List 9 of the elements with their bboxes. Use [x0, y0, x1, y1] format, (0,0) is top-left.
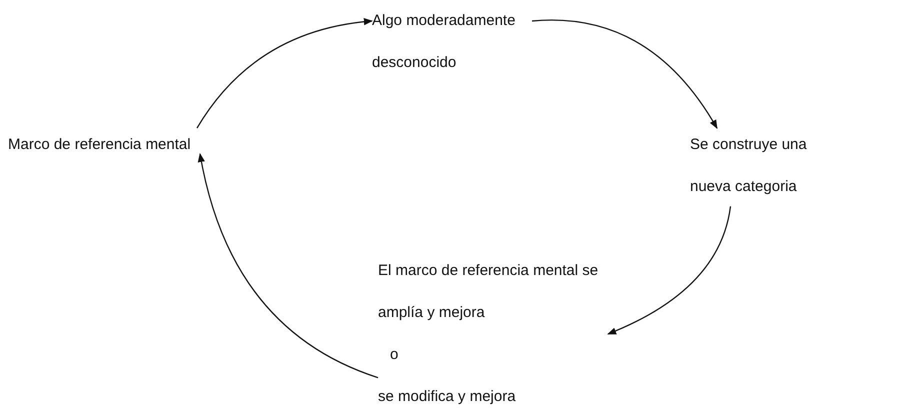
node-text: se modifica y mejora: [378, 387, 517, 407]
node-text: Marco de referencia mental: [8, 135, 192, 155]
node-text: Se construye una nueva categoria: [690, 135, 808, 197]
arrow: [532, 19, 718, 129]
arrow: [607, 206, 732, 335]
arrow: [196, 18, 373, 128]
node-text: Algo moderadamente desconocido: [372, 11, 516, 73]
node-text: o: [389, 345, 400, 365]
arrow: [198, 153, 378, 378]
